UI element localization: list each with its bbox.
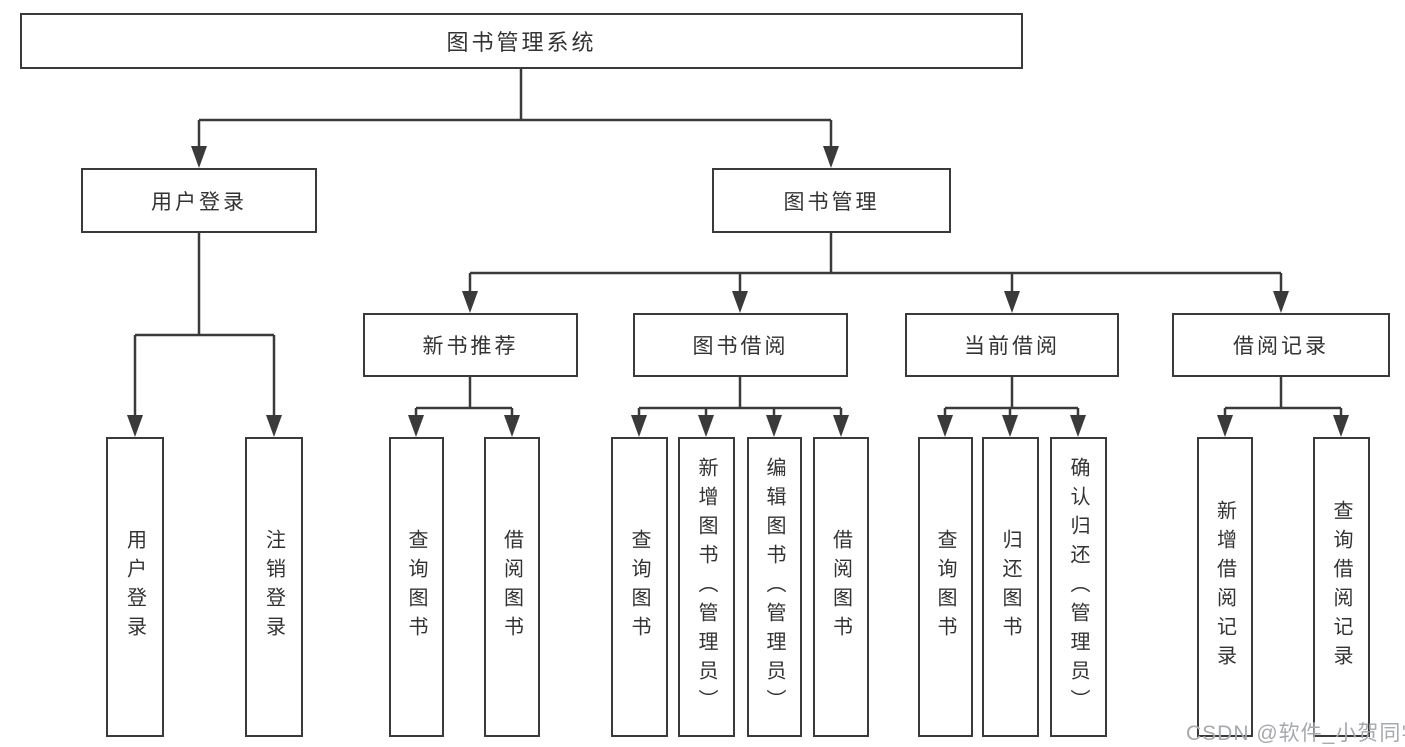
node-leaf-add-borrow-record: 新增借阅记录 — [1197, 437, 1253, 737]
node-new-book-recommendation: 新书推荐 — [363, 313, 578, 377]
node-leaf-borrow-books-newrec: 借阅图书 — [484, 437, 540, 737]
node-current-borrowing: 当前借阅 — [905, 313, 1119, 377]
node-leaf-add-books-admin: 新增图书（管理员） — [678, 437, 735, 737]
node-book-management: 图书管理 — [712, 168, 951, 233]
node-leaf-query-books-borrow: 查询图书 — [611, 437, 668, 737]
node-leaf-user-login: 用户登录 — [106, 437, 164, 737]
node-leaf-confirm-return-admin: 确认归还（管理员） — [1050, 437, 1107, 737]
node-leaf-logout: 注销登录 — [245, 437, 303, 737]
node-library-system: 图书管理系统 — [20, 13, 1023, 69]
node-leaf-query-borrow-record: 查询借阅记录 — [1313, 437, 1370, 737]
node-leaf-query-books-newrec: 查询图书 — [389, 437, 444, 737]
node-leaf-query-books-current: 查询图书 — [918, 437, 973, 737]
watermark: CSDN @软件_小贺同学 — [1186, 722, 1405, 745]
node-book-borrowing: 图书借阅 — [633, 313, 848, 377]
node-borrowing-records: 借阅记录 — [1172, 313, 1390, 377]
node-user-login: 用户登录 — [81, 168, 317, 233]
node-leaf-edit-books-admin: 编辑图书（管理员） — [747, 437, 802, 737]
node-leaf-return-books: 归还图书 — [982, 437, 1039, 737]
node-leaf-borrow-books-borrow: 借阅图书 — [813, 437, 869, 737]
